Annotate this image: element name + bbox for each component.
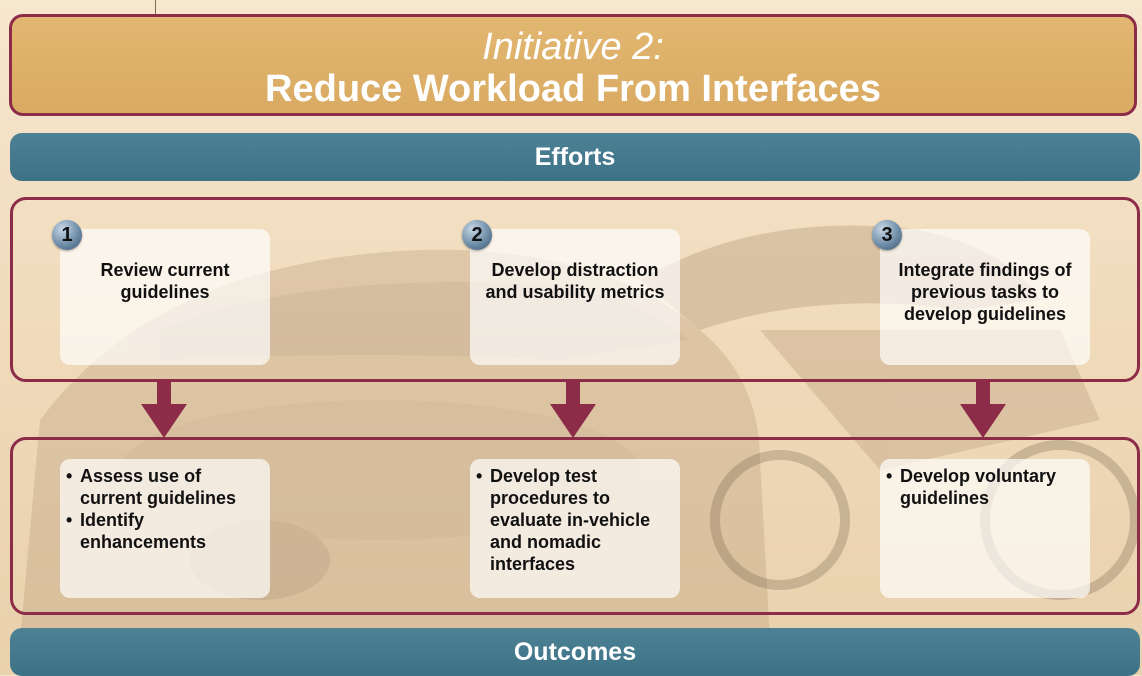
- effort-card-3: Integrate findings of previous tasks to …: [880, 229, 1090, 365]
- outcomes-header-label: Outcomes: [513, 638, 637, 666]
- step-number-badge: 1: [52, 220, 82, 250]
- outcome-bullet: Develop test procedures to evaluate in-v…: [476, 465, 674, 575]
- outcome-bullet-list: Assess use of current guidelines Identif…: [66, 465, 264, 553]
- outcome-bullet-list: Develop voluntary guidelines: [886, 465, 1084, 509]
- effort-card-text: Integrate findings of previous tasks to …: [898, 260, 1072, 324]
- outcome-bullet-list: Develop test procedures to evaluate in-v…: [476, 465, 674, 575]
- down-arrow-icon: [141, 380, 187, 438]
- effort-card-1: Review current guidelines: [60, 229, 270, 365]
- step-number-badge: 3: [872, 220, 902, 250]
- efforts-header-label: Efforts: [534, 143, 616, 171]
- top-divider-line: [155, 0, 156, 14]
- outcome-card-2: Develop test procedures to evaluate in-v…: [470, 459, 680, 598]
- step-number-badge: 2: [462, 220, 492, 250]
- initiative-label: Initiative 2:: [482, 26, 664, 68]
- effort-card-text: Review current guidelines: [100, 260, 230, 302]
- outcomes-panel: [10, 437, 1140, 615]
- effort-card-text: Develop distraction and usability metric…: [485, 260, 665, 302]
- down-arrow-icon: [960, 380, 1006, 438]
- effort-card-2: Develop distraction and usability metric…: [470, 229, 680, 365]
- outcome-card-1: Assess use of current guidelines Identif…: [60, 459, 270, 598]
- outcome-card-3: Develop voluntary guidelines: [880, 459, 1090, 598]
- outcome-bullet: Assess use of current guidelines: [66, 465, 264, 509]
- outcomes-header-bar: Outcomes: [10, 628, 1140, 676]
- efforts-header-bar: Efforts: [10, 133, 1140, 181]
- down-arrow-icon: [550, 380, 596, 438]
- page-title: Reduce Workload From Interfaces: [265, 68, 881, 110]
- outcome-bullet: Develop voluntary guidelines: [886, 465, 1084, 509]
- outcome-bullet: Identify enhancements: [66, 509, 264, 553]
- title-banner: Initiative 2: Reduce Workload From Inter…: [9, 14, 1137, 116]
